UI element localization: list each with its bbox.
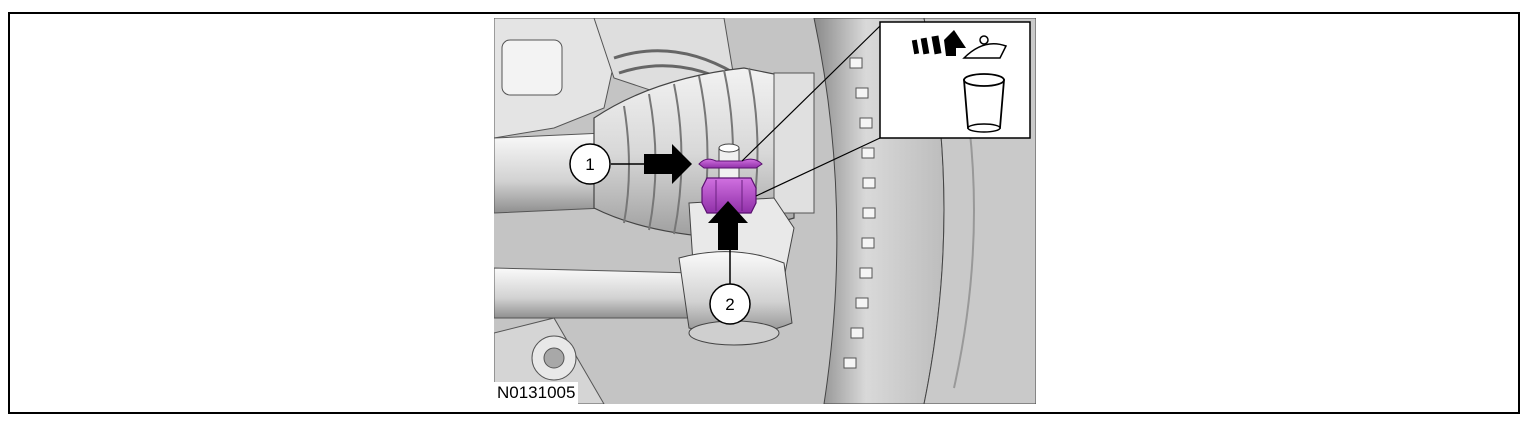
callout-2-label: 2 [725, 295, 734, 314]
callout-1: 1 [569, 143, 611, 185]
push-arrow-icon [644, 144, 692, 184]
suspension-illustration: 1 2 [494, 18, 1036, 404]
push-arrow-up-icon [708, 201, 748, 250]
inset-connector-top [741, 25, 881, 162]
boot-clamp [773, 72, 815, 214]
illustration-canvas: 1 2 [494, 18, 1036, 404]
control-arm [494, 267, 700, 319]
discard-bin-icon [962, 35, 1008, 133]
callout-1-label: 1 [585, 155, 594, 174]
motion-arrow-icon [911, 30, 966, 56]
disc-vents [843, 57, 876, 369]
inset-connector-bottom [755, 137, 881, 197]
callout-2: 2 [709, 283, 751, 325]
figure-id: N0131005 [494, 382, 579, 404]
discard-inset [879, 21, 1031, 139]
bracket-window [501, 39, 563, 96]
spring-coil [613, 49, 735, 75]
